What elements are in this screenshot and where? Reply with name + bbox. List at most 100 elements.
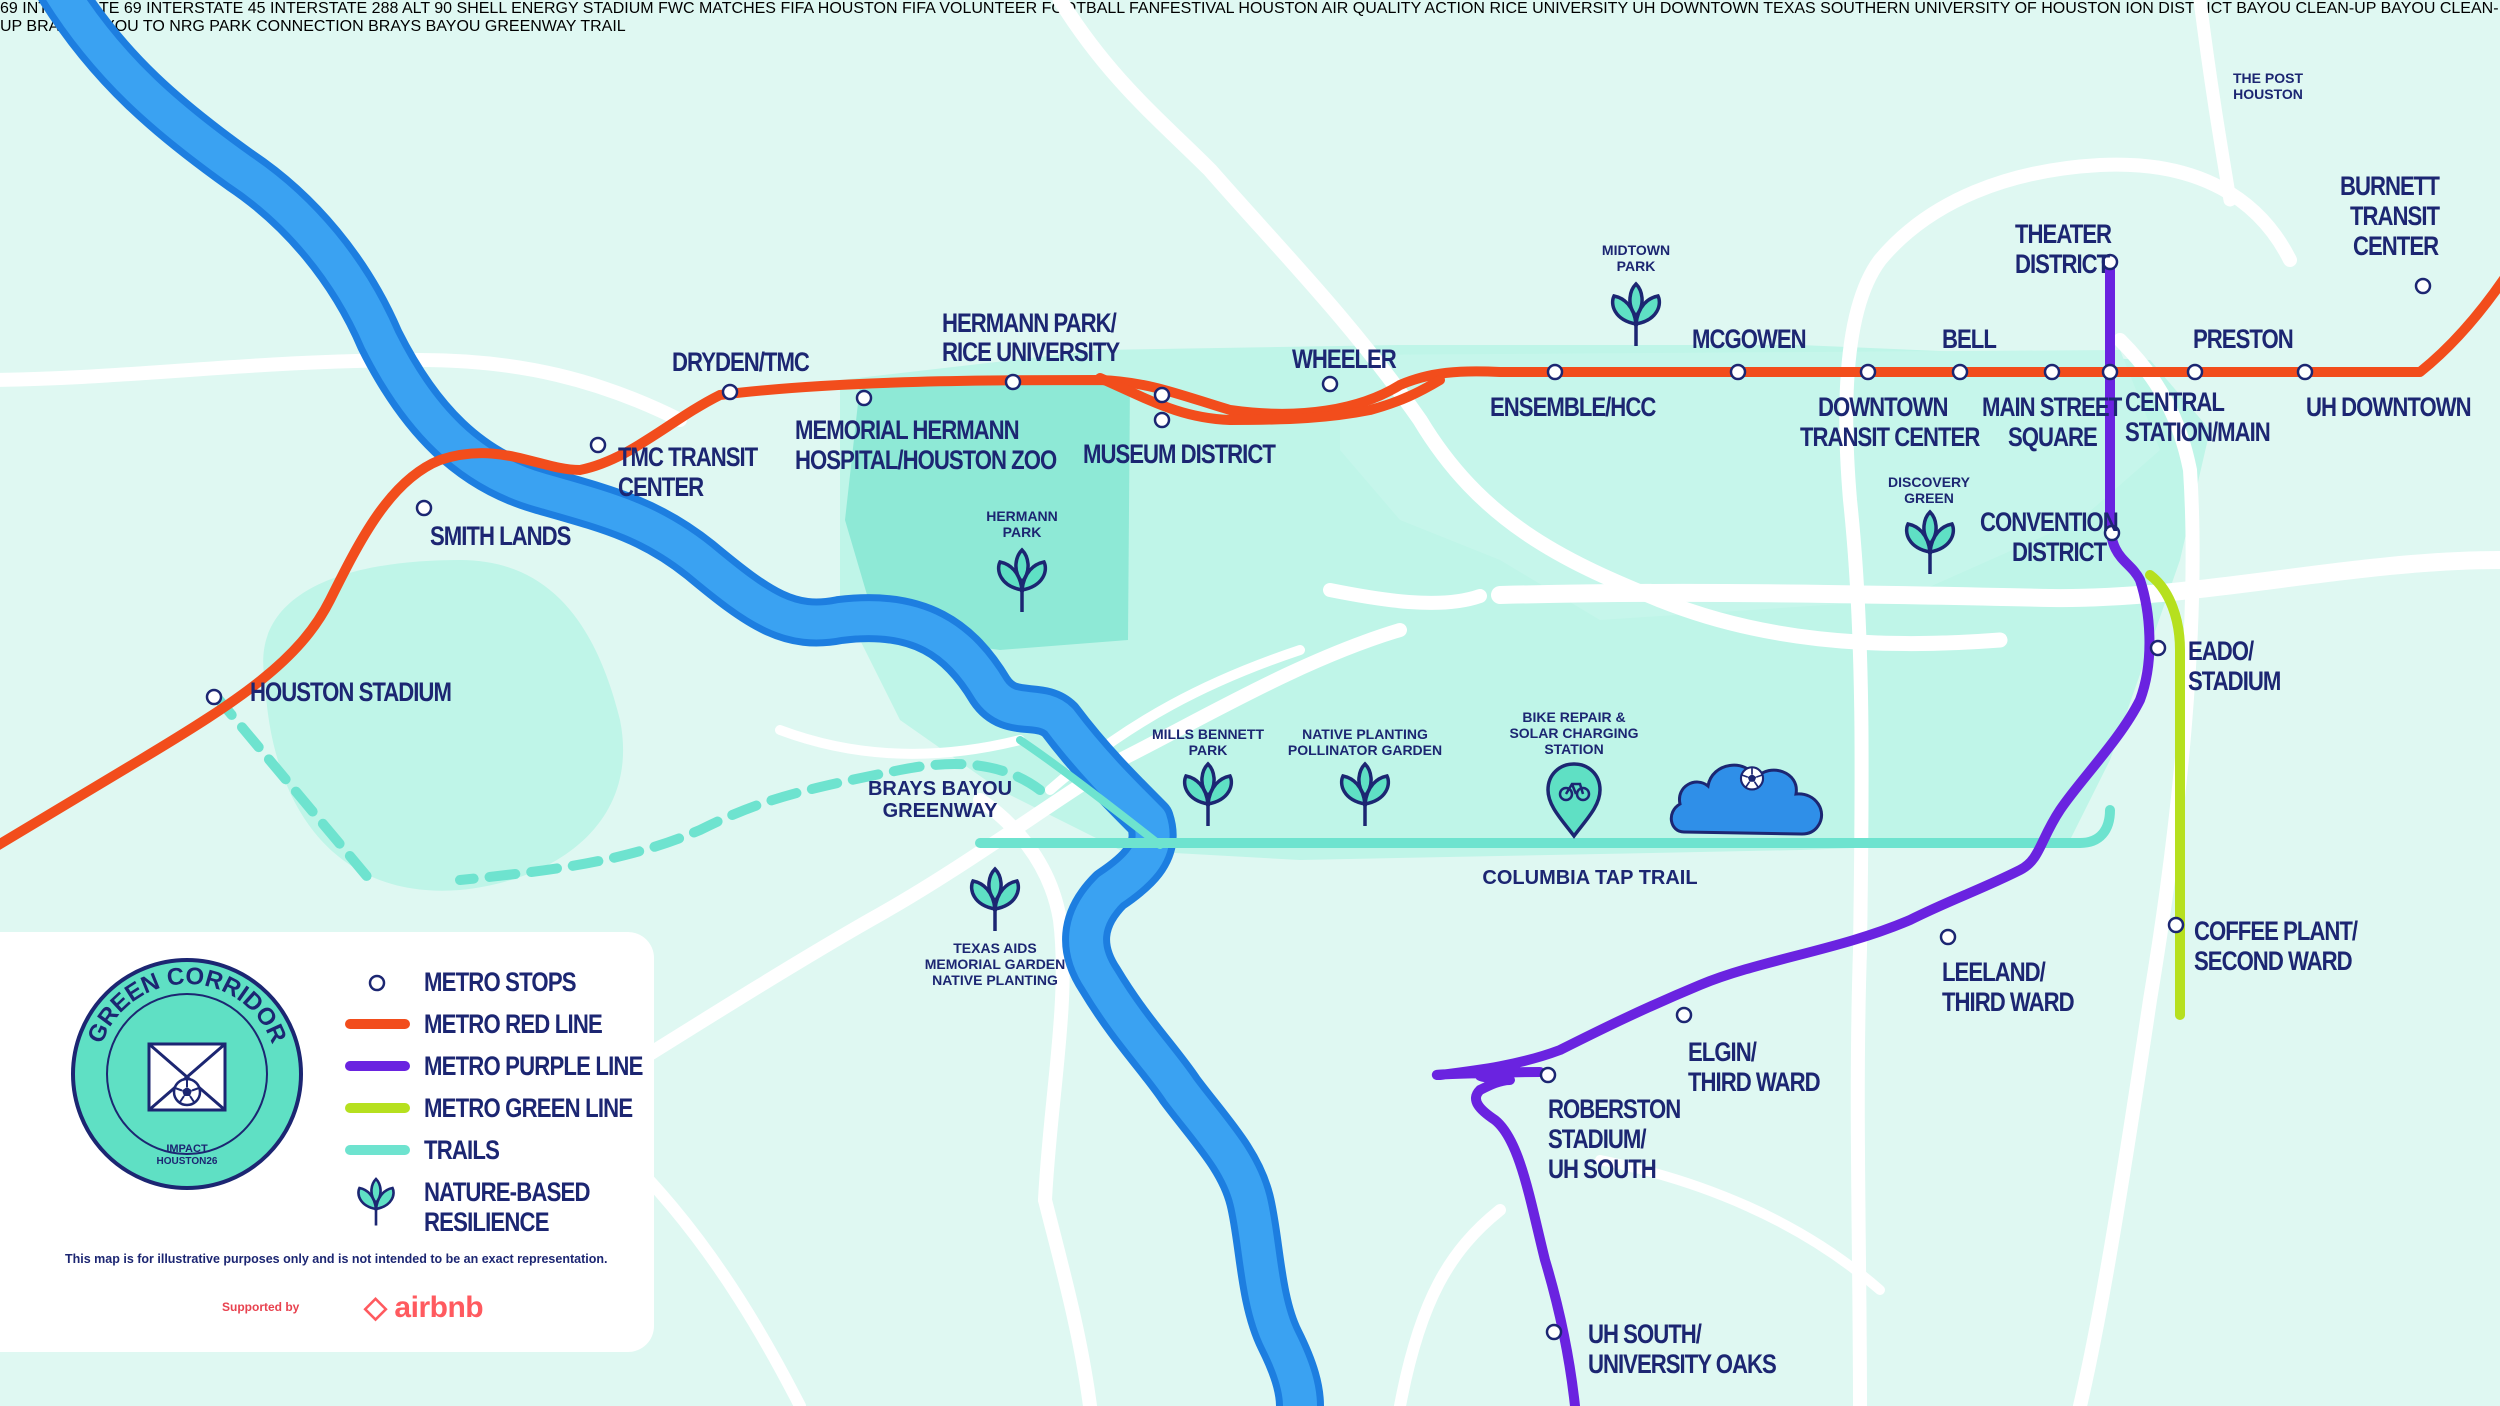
label-bike-1: BIKE REPAIR &: [1522, 709, 1626, 725]
label-leeland-2[interactable]: THIRD WARD: [1942, 987, 2075, 1017]
label-preston[interactable]: PRESTON: [2193, 324, 2294, 354]
stop-museum-district-a[interactable]: [1153, 386, 1171, 404]
label-convention-2[interactable]: DISTRICT: [2012, 537, 2107, 567]
bayou-badge-1-title: BAYOU CLEAN-UP: [2236, 0, 2377, 17]
label-mcgowen[interactable]: MCGOWEN: [1692, 324, 1807, 354]
label-eado-1[interactable]: EADO/: [2188, 636, 2254, 666]
uh-badge-title: UNIVERSITY OF HOUSTON: [1914, 0, 2121, 17]
metro-green-line: [2145, 570, 2185, 1020]
stop-eado[interactable]: [2149, 639, 2167, 657]
fwc-badge-label: FWC MATCHES: [658, 0, 776, 17]
label-memorial-2[interactable]: HOSPITAL/HOUSTON ZOO: [795, 445, 1057, 475]
stop-houston-stadium[interactable]: [205, 688, 223, 706]
label-columbia-tap: COLUMBIA TAP TRAIL: [1482, 867, 1698, 889]
legend-nature-2: RESILIENCE: [424, 1207, 549, 1237]
stop-preston[interactable]: [2186, 363, 2204, 381]
alt-label: ALT: [401, 0, 430, 17]
label-texas-aids-1: TEXAS AIDS: [953, 940, 1037, 956]
label-wheeler[interactable]: WHEELER: [1292, 344, 1397, 374]
label-main-street-1[interactable]: MAIN STREET: [1982, 392, 2122, 422]
label-downtown-1[interactable]: DOWNTOWN: [1818, 392, 1948, 422]
label-discovery-1: DISCOVERY: [1888, 474, 1970, 490]
label-memorial-1[interactable]: MEMORIAL HERMANN: [795, 415, 1020, 445]
stop-memorial-hermann[interactable]: [855, 389, 873, 407]
label-bell[interactable]: BELL: [1942, 324, 1997, 354]
legend-graphics: GREEN CORRIDOR IMPACT HOUSTON26: [71, 958, 410, 1227]
label-smith-lands[interactable]: SMITH LANDS: [430, 521, 571, 551]
texas-southern-badge-title: TEXAS SOUTHERN: [1763, 0, 1910, 17]
label-uh-south-2[interactable]: UNIVERSITY OAKS: [1588, 1349, 1777, 1379]
stop-main-street[interactable]: [2043, 363, 2061, 381]
label-ensemble[interactable]: ENSEMBLE/HCC: [1490, 392, 1656, 422]
label-central-2[interactable]: STATION/MAIN: [2125, 417, 2271, 447]
label-roberston-2[interactable]: STADIUM/: [1548, 1124, 1646, 1154]
label-eado-2[interactable]: STADIUM: [2188, 666, 2281, 696]
label-burnett-3[interactable]: CENTER: [2353, 231, 2439, 261]
label-bike-3: STATION: [1544, 741, 1604, 757]
label-hermann-park-1[interactable]: HERMANN PARK/: [942, 308, 1117, 338]
airbnb-logo[interactable]: ◇ airbnb: [364, 1290, 484, 1325]
shell-badge-line2: STADIUM: [582, 0, 654, 17]
fanfestival-text: FANFESTIVAL: [1129, 0, 1234, 17]
label-pollinator-2: POLLINATOR GARDEN: [1287, 742, 1443, 758]
stop-museum-district-b[interactable]: [1153, 411, 1171, 429]
stop-ensemble[interactable]: [1546, 363, 1564, 381]
label-central-1[interactable]: CENTRAL: [2125, 387, 2225, 417]
label-theater-1[interactable]: THEATER: [2015, 219, 2112, 249]
label-roberston-3[interactable]: UH SOUTH: [1548, 1154, 1657, 1184]
fifa-emblem-text: FIFA: [780, 0, 814, 17]
label-texas-aids-3: NATIVE PLANTING: [932, 972, 1058, 988]
label-theater-2[interactable]: DISTRICT: [2015, 249, 2110, 279]
label-downtown-2[interactable]: TRANSIT CENTER: [1800, 422, 1980, 452]
label-discovery-2: GREEN: [1904, 490, 1954, 506]
leaf-icon-texas-aids: [969, 867, 1021, 933]
stop-tmc-transit-center[interactable]: [589, 436, 607, 454]
label-convention-1[interactable]: CONVENTION: [1980, 507, 2119, 537]
stop-mcgowen[interactable]: [1729, 363, 1747, 381]
label-hermann-park-place-2: PARK: [1002, 524, 1042, 540]
label-mills-1: MILLS BENNETT: [1152, 726, 1264, 742]
stop-leeland[interactable]: [1939, 928, 1957, 946]
label-elgin-1[interactable]: ELGIN/: [1688, 1037, 1757, 1067]
label-houston-stadium[interactable]: HOUSTON STADIUM: [250, 677, 452, 707]
stop-burnett[interactable]: [2414, 277, 2432, 295]
stop-elgin[interactable]: [1675, 1006, 1693, 1024]
label-elgin-2[interactable]: THIRD WARD: [1688, 1067, 1821, 1097]
label-roberston-1[interactable]: ROBERSTON: [1548, 1094, 1681, 1124]
stop-roberston[interactable]: [1539, 1066, 1557, 1084]
label-dryden[interactable]: DRYDEN/TMC: [672, 347, 810, 377]
label-tmc-1[interactable]: TMC TRANSIT: [618, 442, 758, 472]
stop-smith-lands[interactable]: [415, 499, 433, 517]
label-leeland-1[interactable]: LEELAND/: [1942, 957, 2046, 987]
stop-central-station[interactable]: [2101, 363, 2119, 381]
stop-uh-downtown[interactable]: [2296, 363, 2314, 381]
label-brays-greenway-2: GREENWAY: [882, 800, 998, 822]
label-burnett-1[interactable]: BURNETT: [2340, 171, 2440, 201]
stop-dryden-tmc[interactable]: [721, 383, 739, 401]
stop-theater-district[interactable]: [2101, 253, 2119, 271]
label-tmc-2[interactable]: CENTER: [618, 472, 704, 502]
legend-purple-line: METRO PURPLE LINE: [424, 1051, 643, 1081]
label-burnett-2[interactable]: TRANSIT: [2350, 201, 2440, 231]
label-uh-south-1[interactable]: UH SOUTH/: [1588, 1319, 1702, 1349]
stop-hermann-park[interactable]: [1004, 373, 1022, 391]
label-pollinator-1: NATIVE PLANTING: [1302, 726, 1428, 742]
label-museum-district[interactable]: MUSEUM DISTRICT: [1083, 439, 1276, 469]
leaf-icon-midtown: [1610, 282, 1662, 348]
label-coffee-2[interactable]: SECOND WARD: [2194, 946, 2353, 976]
stop-convention[interactable]: [2103, 524, 2121, 542]
disclaimer-note: This map is for illustrative purposes on…: [65, 1252, 608, 1266]
label-coffee-1[interactable]: COFFEE PLANT/: [2194, 916, 2358, 946]
air-quality-line2: ACTION: [1424, 0, 1485, 17]
label-hermann-park-2[interactable]: RICE UNIVERSITY: [942, 337, 1120, 367]
label-midtown-park-1: MIDTOWN: [1601, 242, 1671, 258]
label-main-street-2[interactable]: SQUARE: [2008, 422, 2098, 452]
stop-uh-south[interactable]: [1545, 1323, 1563, 1341]
stop-coffee-plant[interactable]: [2167, 916, 2185, 934]
stop-downtown-transit[interactable]: [1859, 363, 1877, 381]
label-uh-downtown[interactable]: UH DOWNTOWN: [2306, 392, 2472, 422]
fifa-houston-text: HOUSTON: [817, 0, 898, 17]
rice-badge-title: RICE UNIVERSITY: [1489, 0, 1628, 17]
stop-bell[interactable]: [1951, 363, 1969, 381]
stop-wheeler[interactable]: [1321, 375, 1339, 393]
